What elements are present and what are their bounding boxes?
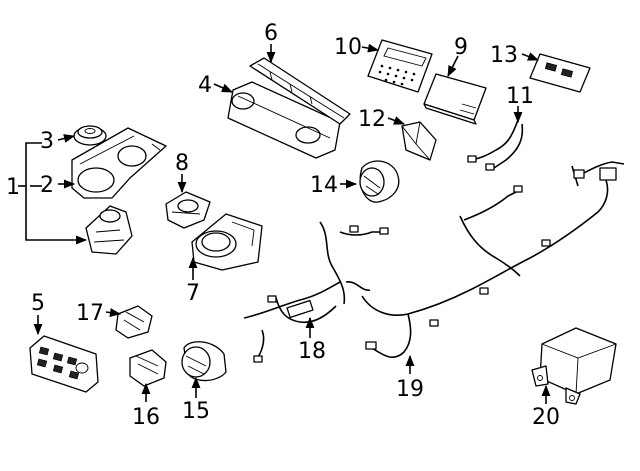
callout-17: 17 bbox=[76, 301, 104, 326]
callout-6: 6 bbox=[264, 21, 278, 46]
callout-4: 4 bbox=[198, 73, 212, 98]
callout-2: 2 bbox=[40, 173, 54, 198]
part-14-knob bbox=[359, 160, 400, 203]
part-20-control-module bbox=[531, 327, 617, 405]
callout-labels: 1 2 3 4 5 6 7 8 9 10 11 12 13 14 15 16 1… bbox=[6, 21, 560, 430]
callout-19: 19 bbox=[396, 377, 424, 402]
part-2-shifter-bezel bbox=[71, 127, 167, 199]
callout-15: 15 bbox=[182, 399, 210, 424]
part-5-climate-panel bbox=[29, 335, 99, 393]
callout-10: 10 bbox=[334, 35, 362, 60]
part-12-sensor bbox=[401, 121, 437, 161]
callout-8: 8 bbox=[175, 151, 189, 176]
callout-12: 12 bbox=[358, 107, 386, 132]
part-13-module bbox=[529, 53, 591, 93]
part-15-rotary-knob bbox=[181, 341, 227, 382]
part-9-module bbox=[423, 73, 487, 125]
callout-5: 5 bbox=[31, 291, 45, 316]
part-11-antenna-harness bbox=[467, 119, 524, 171]
callout-1: 1 bbox=[6, 175, 20, 200]
callout-3: 3 bbox=[40, 129, 54, 154]
part-18-wiring-harness bbox=[243, 221, 389, 363]
callout-13: 13 bbox=[490, 43, 518, 68]
callout-7: 7 bbox=[186, 281, 200, 306]
part-10-control-panel bbox=[367, 39, 433, 93]
part-6-trim-strip bbox=[249, 57, 351, 125]
callout-20: 20 bbox=[532, 405, 560, 430]
leader-lines bbox=[18, 43, 551, 404]
part-1-shifter-base bbox=[85, 205, 133, 255]
part-3-grommet bbox=[73, 125, 107, 146]
callout-16: 16 bbox=[132, 405, 160, 430]
part-19-wiring-harness bbox=[361, 161, 625, 359]
callout-9: 9 bbox=[454, 35, 468, 60]
part-16-knob bbox=[129, 349, 167, 387]
callout-18: 18 bbox=[298, 339, 326, 364]
part-4-console-bezel bbox=[227, 81, 341, 159]
part-17-switch bbox=[115, 305, 153, 339]
part-8-switch bbox=[165, 191, 211, 229]
part-7-rotary-controller bbox=[191, 213, 263, 271]
callout-11: 11 bbox=[506, 84, 534, 109]
callout-14: 14 bbox=[310, 173, 338, 198]
